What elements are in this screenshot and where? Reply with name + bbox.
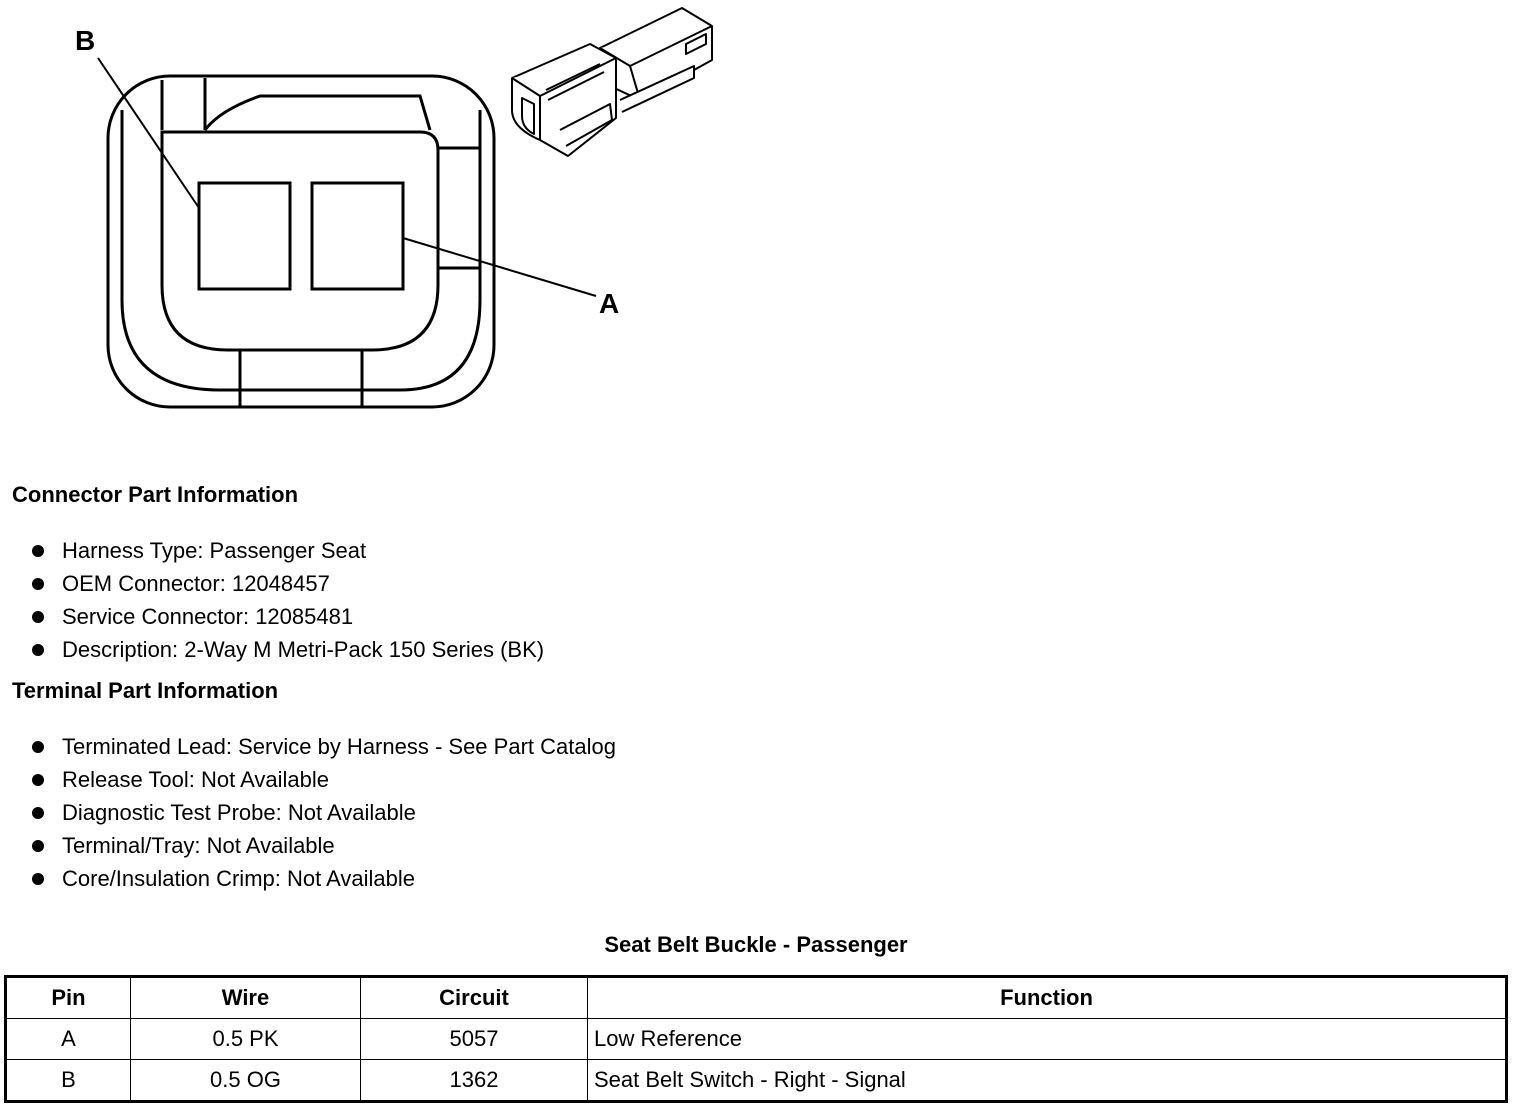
connector-bottom-latch xyxy=(238,350,364,407)
leader-line-a xyxy=(402,237,597,297)
callout-a-label: A xyxy=(599,288,619,319)
list-item: Description: 2-Way M Metri-Pack 150 Seri… xyxy=(30,637,544,670)
bullet-icon xyxy=(32,545,44,557)
list-item-text: Terminated Lead: Service by Harness - Se… xyxy=(62,734,616,759)
callout-b-label: B xyxy=(75,25,95,56)
connector-side-ribs xyxy=(438,146,480,270)
connector-outer-housing xyxy=(106,74,496,409)
table-title: Seat Belt Buckle - Passenger xyxy=(604,932,908,957)
leader-line-b xyxy=(97,57,200,209)
list-item: Core/Insulation Crimp: Not Available xyxy=(30,866,616,899)
bullet-icon xyxy=(32,873,44,885)
table-header-row: Pin Wire Circuit Function xyxy=(5,976,1507,1019)
bullet-icon xyxy=(32,611,44,623)
cavity-b xyxy=(197,181,292,291)
connector-inner-rim xyxy=(120,80,482,392)
list-item-text: Diagnostic Test Probe: Not Available xyxy=(62,800,416,825)
connector-info-heading: Connector Part Information xyxy=(12,482,299,507)
list-item: Diagnostic Test Probe: Not Available xyxy=(30,800,616,833)
list-item-text: Core/Insulation Crimp: Not Available xyxy=(62,866,415,891)
bullet-icon xyxy=(32,741,44,753)
cavity-a xyxy=(310,181,405,291)
cell-function: Low Reference xyxy=(587,1018,1507,1060)
connector-info-list: Harness Type: Passenger Seat OEM Connect… xyxy=(30,538,544,670)
cell-pin: A xyxy=(5,1018,131,1060)
list-item: Harness Type: Passenger Seat xyxy=(30,538,544,571)
table-row: B 0.5 OG 1362 Seat Belt Switch - Right -… xyxy=(5,1059,1507,1102)
list-item-text: Harness Type: Passenger Seat xyxy=(62,538,367,563)
connector-diagram: B A xyxy=(75,7,713,409)
header-circuit: Circuit xyxy=(360,976,588,1019)
list-item-text: OEM Connector: 12048457 xyxy=(62,571,330,596)
list-item: Release Tool: Not Available xyxy=(30,767,616,800)
cell-wire: 0.5 OG xyxy=(130,1059,361,1102)
cell-function: Seat Belt Switch - Right - Signal xyxy=(587,1059,1507,1102)
list-item: Terminal/Tray: Not Available xyxy=(30,833,616,866)
bullet-icon xyxy=(32,644,44,656)
list-item-text: Terminal/Tray: Not Available xyxy=(62,833,335,858)
bullet-icon xyxy=(32,840,44,852)
connector-isometric-icon xyxy=(511,7,713,157)
list-item-text: Service Connector: 12085481 xyxy=(62,604,354,629)
header-wire: Wire xyxy=(130,976,361,1019)
cell-circuit: 1362 xyxy=(360,1059,588,1102)
pinout-table: Pin Wire Circuit Function A 0.5 PK 5057 … xyxy=(4,975,1508,1103)
list-item-text: Release Tool: Not Available xyxy=(62,767,330,792)
connector-top-tab xyxy=(203,78,432,131)
list-item-text: Description: 2-Way M Metri-Pack 150 Seri… xyxy=(62,637,545,662)
cell-pin: B xyxy=(5,1059,131,1102)
terminal-info-list: Terminated Lead: Service by Harness - Se… xyxy=(30,734,616,899)
header-pin: Pin xyxy=(5,976,131,1019)
header-function: Function xyxy=(587,976,1507,1019)
table-row: A 0.5 PK 5057 Low Reference xyxy=(5,1018,1507,1060)
cell-wire: 0.5 PK xyxy=(130,1018,361,1060)
list-item: Terminated Lead: Service by Harness - Se… xyxy=(30,734,616,767)
connector-terminal-body xyxy=(160,130,440,352)
bullet-icon xyxy=(32,774,44,786)
list-item: Service Connector: 12085481 xyxy=(30,604,544,637)
bullet-icon xyxy=(32,807,44,819)
cell-circuit: 5057 xyxy=(360,1018,588,1060)
bullet-icon xyxy=(32,578,44,590)
terminal-info-heading: Terminal Part Information xyxy=(12,678,279,703)
list-item: OEM Connector: 12048457 xyxy=(30,571,544,604)
